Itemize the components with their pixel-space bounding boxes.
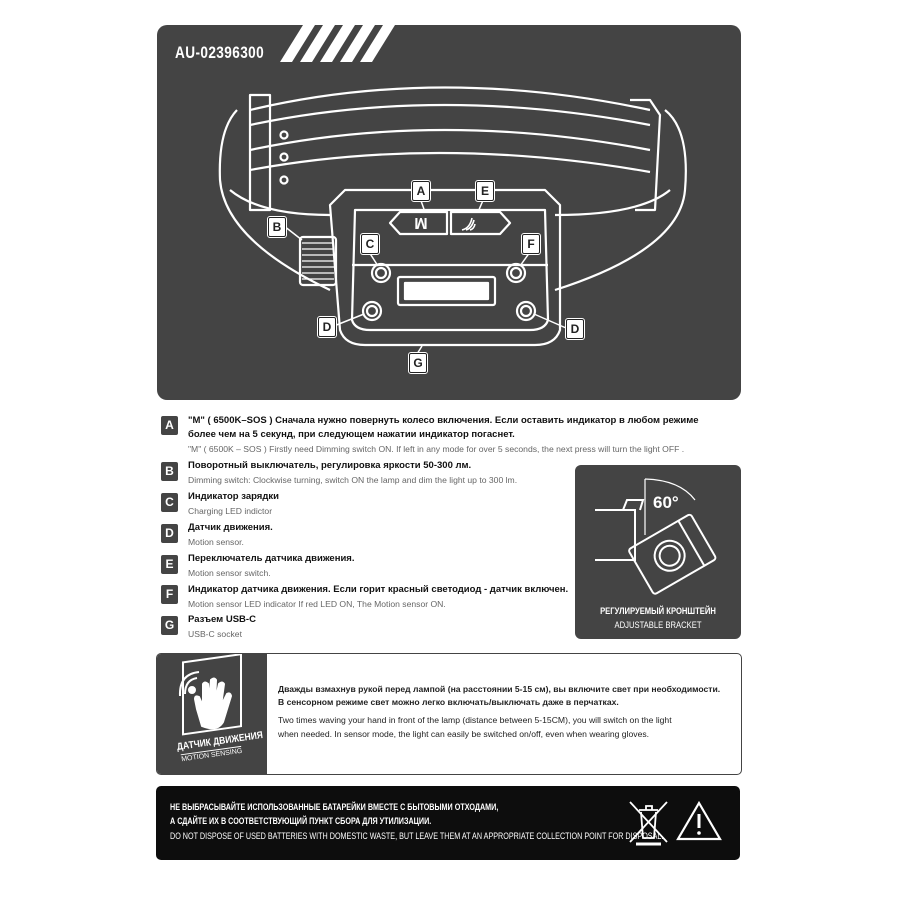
bracket-illustration — [595, 478, 717, 595]
legend-b-ru: Поворотный выключатель, регулировка ярко… — [188, 460, 472, 471]
callout-d-left: D — [317, 316, 337, 338]
legend-key-f: F — [161, 585, 178, 604]
disposal-text-ru-1: НЕ ВЫБРАСЫВАЙТЕ ИСПОЛЬЗОВАННЫЕ БАТАРЕЙКИ… — [170, 802, 499, 812]
legend-f-ru: Индикатор датчика движения. Если горит к… — [188, 584, 569, 595]
warning-icon — [676, 800, 722, 841]
sensor-text-ru-1: Дважды взмахнув рукой перед лампой (на р… — [278, 684, 721, 694]
sensor-text-en-1: Two times waving your hand in front of t… — [278, 715, 672, 725]
motion-sensing-icon-panel: ДАТЧИК ДВИЖЕНИЯ MOTION SENSING — [157, 654, 267, 774]
legend-c-ru: Индикатор зарядки — [188, 491, 279, 502]
legend-a-en: "M" ( 6500K – SOS ) Firstly need Dimming… — [188, 444, 685, 454]
callout-c: C — [360, 233, 380, 255]
header-stripes — [280, 25, 395, 62]
legend-key-d: D — [161, 524, 178, 543]
legend-g-en: USB-C socket — [188, 629, 242, 639]
callout-e: E — [475, 180, 495, 202]
legend-key-c: C — [161, 493, 178, 512]
legend-d-ru: Датчик движения. — [188, 522, 273, 533]
sensor-text-en-2: when needed. In sensor mode, the light c… — [278, 729, 650, 739]
legend-c-en: Charging LED indictor — [188, 506, 273, 516]
callout-d-right: D — [565, 318, 585, 340]
bracket-angle: 60° — [653, 493, 679, 512]
model-number: AU-02396300 — [175, 43, 265, 62]
crossed-bin-icon — [629, 801, 668, 846]
bracket-title-ru: РЕГУЛИРУЕМЫЙ КРОНШТЕЙН — [600, 606, 716, 616]
sensor-switch-button-e — [449, 210, 512, 236]
usb-c-window — [396, 275, 497, 307]
legend-d-en: Motion sensor. — [188, 537, 244, 547]
legend-b-en: Dimming switch: Clockwise turning, switc… — [188, 475, 518, 485]
legend-e-ru: Переключатель датчика движения. — [188, 553, 355, 564]
legend-g-ru: Разъем USB-C — [188, 614, 256, 625]
legend-key-b: B — [161, 462, 178, 481]
legend-f-en: Motion sensor LED indicator If red LED O… — [188, 599, 446, 609]
mode-button-m: M — [388, 210, 449, 236]
svg-text:M: M — [414, 214, 427, 231]
knob-b — [298, 235, 338, 287]
callout-g: G — [408, 352, 428, 374]
legend-key-g: G — [161, 616, 178, 635]
battery-disposal-notice: НЕ ВЫБРАСЫВАЙТЕ ИСПОЛЬЗОВАННЫЕ БАТАРЕЙКИ… — [156, 786, 740, 860]
legend-e-en: Motion sensor switch. — [188, 568, 271, 578]
bracket-title-en: ADJUSTABLE BRACKET — [614, 620, 702, 630]
leds — [361, 262, 537, 322]
legend-key-a: A — [161, 416, 178, 435]
legend-key-e: E — [161, 555, 178, 574]
callout-a: A — [411, 180, 431, 202]
disposal-text-en: DO NOT DISPOSE OF USED BATTERIES WITH DO… — [170, 831, 664, 841]
disposal-text-ru-2: А СДАЙТЕ ИХ В СООТВЕТСТВУЮЩИЙ ПУНКТ СБОР… — [170, 816, 432, 826]
adjustable-bracket-panel: 60° РЕГУЛИРУЕМЫЙ КРОНШТЕЙН ADJUSTABLE BR… — [575, 465, 741, 639]
lamp-body — [328, 188, 562, 347]
callout-f: F — [521, 233, 541, 255]
sensor-text-ru-2: В сенсорном режиме свет можно легко вклю… — [278, 697, 619, 707]
legend-a-ru: "M" ( 6500K–SOS ) Сначала нужно повернут… — [188, 415, 699, 426]
hand-wave-icon — [178, 654, 242, 736]
motion-sensing-box: ДАТЧИК ДВИЖЕНИЯ MOTION SENSING Дважды вз… — [156, 653, 742, 775]
callout-b: B — [267, 216, 287, 238]
legend-a-ru-2: более чем на 5 секунд, при следующем наж… — [188, 429, 515, 440]
headband — [218, 86, 687, 292]
